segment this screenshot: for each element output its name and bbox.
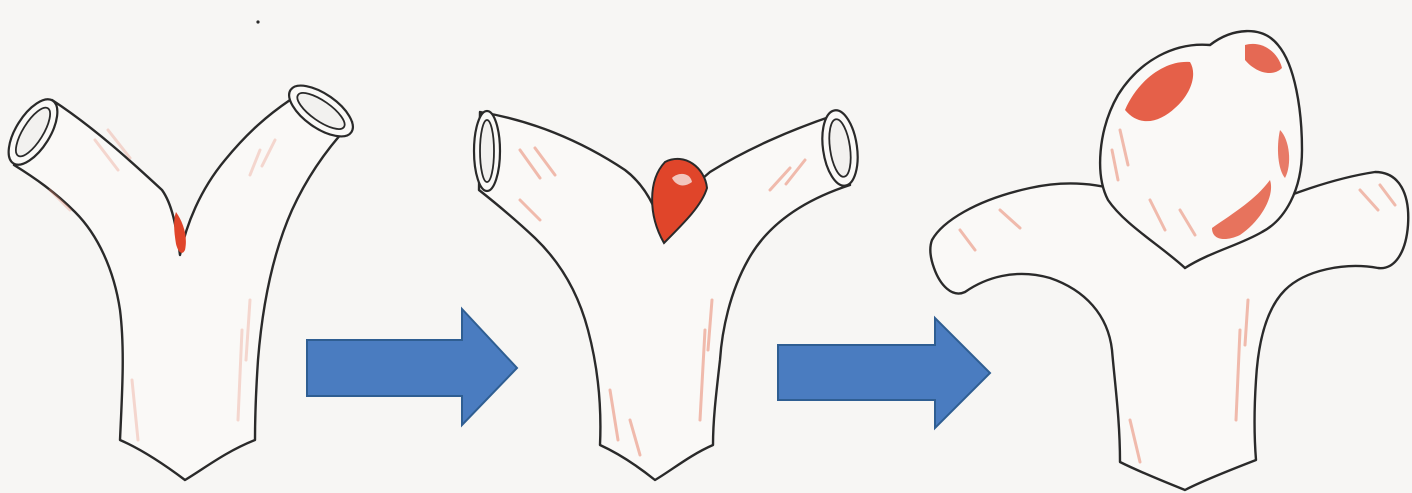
progression-arrow-1: [307, 309, 517, 425]
stage-1-vessel-bifurcation: [0, 76, 361, 480]
stage-1-vessel-outline: [14, 100, 352, 480]
stage-2-left-lumen-inner: [480, 120, 494, 182]
progression-arrow-2: [778, 318, 990, 428]
stage-3-vessel-bifurcation: [930, 31, 1408, 490]
stage-2-vessel-bifurcation: [474, 108, 862, 480]
pencil-dot: [256, 20, 259, 23]
